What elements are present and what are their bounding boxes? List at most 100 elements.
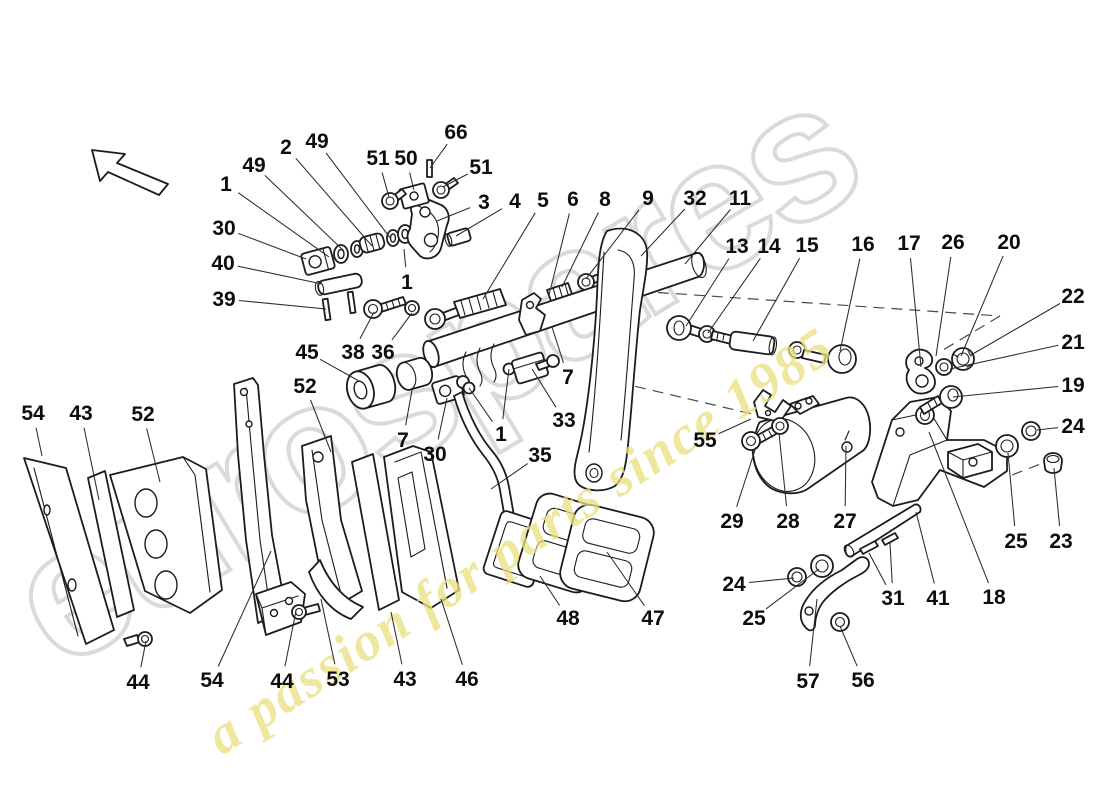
pad-43-accel (351, 453, 400, 611)
part-number-label: 30 (212, 217, 235, 240)
construction-lines (599, 289, 1044, 476)
part-number-label: 40 (211, 252, 234, 275)
washer-49-right (386, 229, 400, 247)
part-number-label: 4 (509, 190, 521, 213)
leader-line (310, 399, 332, 453)
part-number-label: 53 (326, 668, 349, 691)
leader-line (684, 209, 731, 265)
part-number-label: 49 (305, 130, 328, 153)
part-number-label: 30 (423, 443, 446, 466)
grommet-25-right (995, 434, 1019, 458)
stop-block-50 (398, 182, 430, 210)
leader-line (935, 256, 952, 357)
bushing-7-left (395, 356, 434, 391)
part-number-label: 13 (725, 235, 748, 258)
leader-line (765, 568, 820, 610)
pivot-rod-40 (314, 272, 363, 296)
leader-line (1007, 452, 1016, 527)
leader-line (585, 209, 640, 280)
washer-24-lower (787, 567, 807, 587)
dashed-line (621, 289, 1001, 317)
dashed-line (1011, 462, 1044, 476)
leader-line (436, 207, 471, 222)
leader-line (409, 172, 415, 191)
leader-line (437, 397, 448, 440)
tube-bracket (518, 292, 546, 336)
part-number-label: 15 (795, 234, 819, 257)
screw-44-left (123, 631, 153, 647)
part-number-label: 55 (693, 429, 717, 452)
stop-bracket-57 (799, 556, 870, 632)
part-number-label: 35 (528, 444, 552, 467)
part-number-label: 19 (1061, 374, 1084, 397)
leader-line (140, 640, 147, 668)
part-number-label: 46 (455, 668, 478, 691)
pushrod-ball-13 (666, 315, 703, 341)
part-number-label: 1 (220, 173, 232, 196)
part-number-label: 25 (1004, 530, 1028, 553)
part-number-label: 38 (341, 341, 365, 364)
part-number-label: 50 (394, 147, 417, 170)
washer-24-right (1021, 421, 1041, 441)
nut-28 (771, 417, 789, 435)
leader-line (455, 208, 503, 237)
latch-lever-17 (905, 348, 936, 395)
pins-39 (321, 290, 357, 322)
pedal-box-bracket-18 (871, 396, 1008, 507)
ball-bolt-19 (919, 385, 963, 415)
part-number-label: 43 (393, 668, 416, 691)
leader-line (561, 212, 599, 288)
leader-line (35, 427, 43, 457)
heel-plate-54 (23, 457, 115, 645)
leader-line (1036, 427, 1059, 431)
leader-line (391, 312, 413, 341)
part-number-label: 36 (371, 341, 394, 364)
part-number-label: 24 (1061, 415, 1085, 438)
part-number-label: 7 (562, 366, 574, 389)
grommet-25-lower (810, 554, 834, 578)
leader-line (949, 344, 1059, 370)
leader-line (237, 232, 307, 260)
direction-arrow-icon (91, 149, 169, 196)
part-number-label: 28 (776, 510, 800, 533)
accel-pedal-46 (383, 445, 460, 609)
part-number-label: 11 (729, 187, 752, 210)
brake-pedal-arm-32 (573, 227, 649, 492)
part-number-label: 41 (926, 587, 950, 610)
leader-line (844, 445, 847, 507)
part-number-label: 24 (722, 573, 746, 596)
part-number-label: 18 (982, 586, 1006, 609)
part-number-label: 25 (742, 607, 766, 630)
part-number-label: 66 (444, 121, 467, 144)
leader-line (320, 598, 336, 665)
leader-line (868, 552, 887, 586)
leader-line (952, 385, 1059, 398)
part-number-label: 33 (552, 409, 575, 432)
part-number-label: 16 (851, 233, 874, 256)
leader-line (640, 208, 686, 257)
leader-line (539, 575, 561, 606)
part-number-label: 52 (131, 403, 154, 426)
part-number-label: 47 (641, 607, 664, 630)
part-number-label: 52 (293, 375, 316, 398)
leader-line (928, 431, 989, 584)
leader-line (778, 432, 787, 507)
leader-line (468, 387, 493, 422)
part-number-label: 6 (567, 188, 579, 211)
washer-26 (935, 358, 953, 376)
cover-plate-52 (109, 456, 223, 614)
leader-line (707, 257, 761, 334)
part-number-label: 20 (997, 231, 1020, 254)
part-number-label: 45 (295, 341, 319, 364)
roll-pins-31 (859, 532, 899, 555)
leader-line (548, 213, 570, 296)
leader-line (531, 368, 557, 408)
part-number-label: 22 (1061, 285, 1084, 308)
part-number-label: 54 (200, 669, 224, 692)
clevis-30 (300, 246, 336, 276)
leader-line (146, 428, 161, 483)
return-spring-5 (453, 288, 507, 319)
